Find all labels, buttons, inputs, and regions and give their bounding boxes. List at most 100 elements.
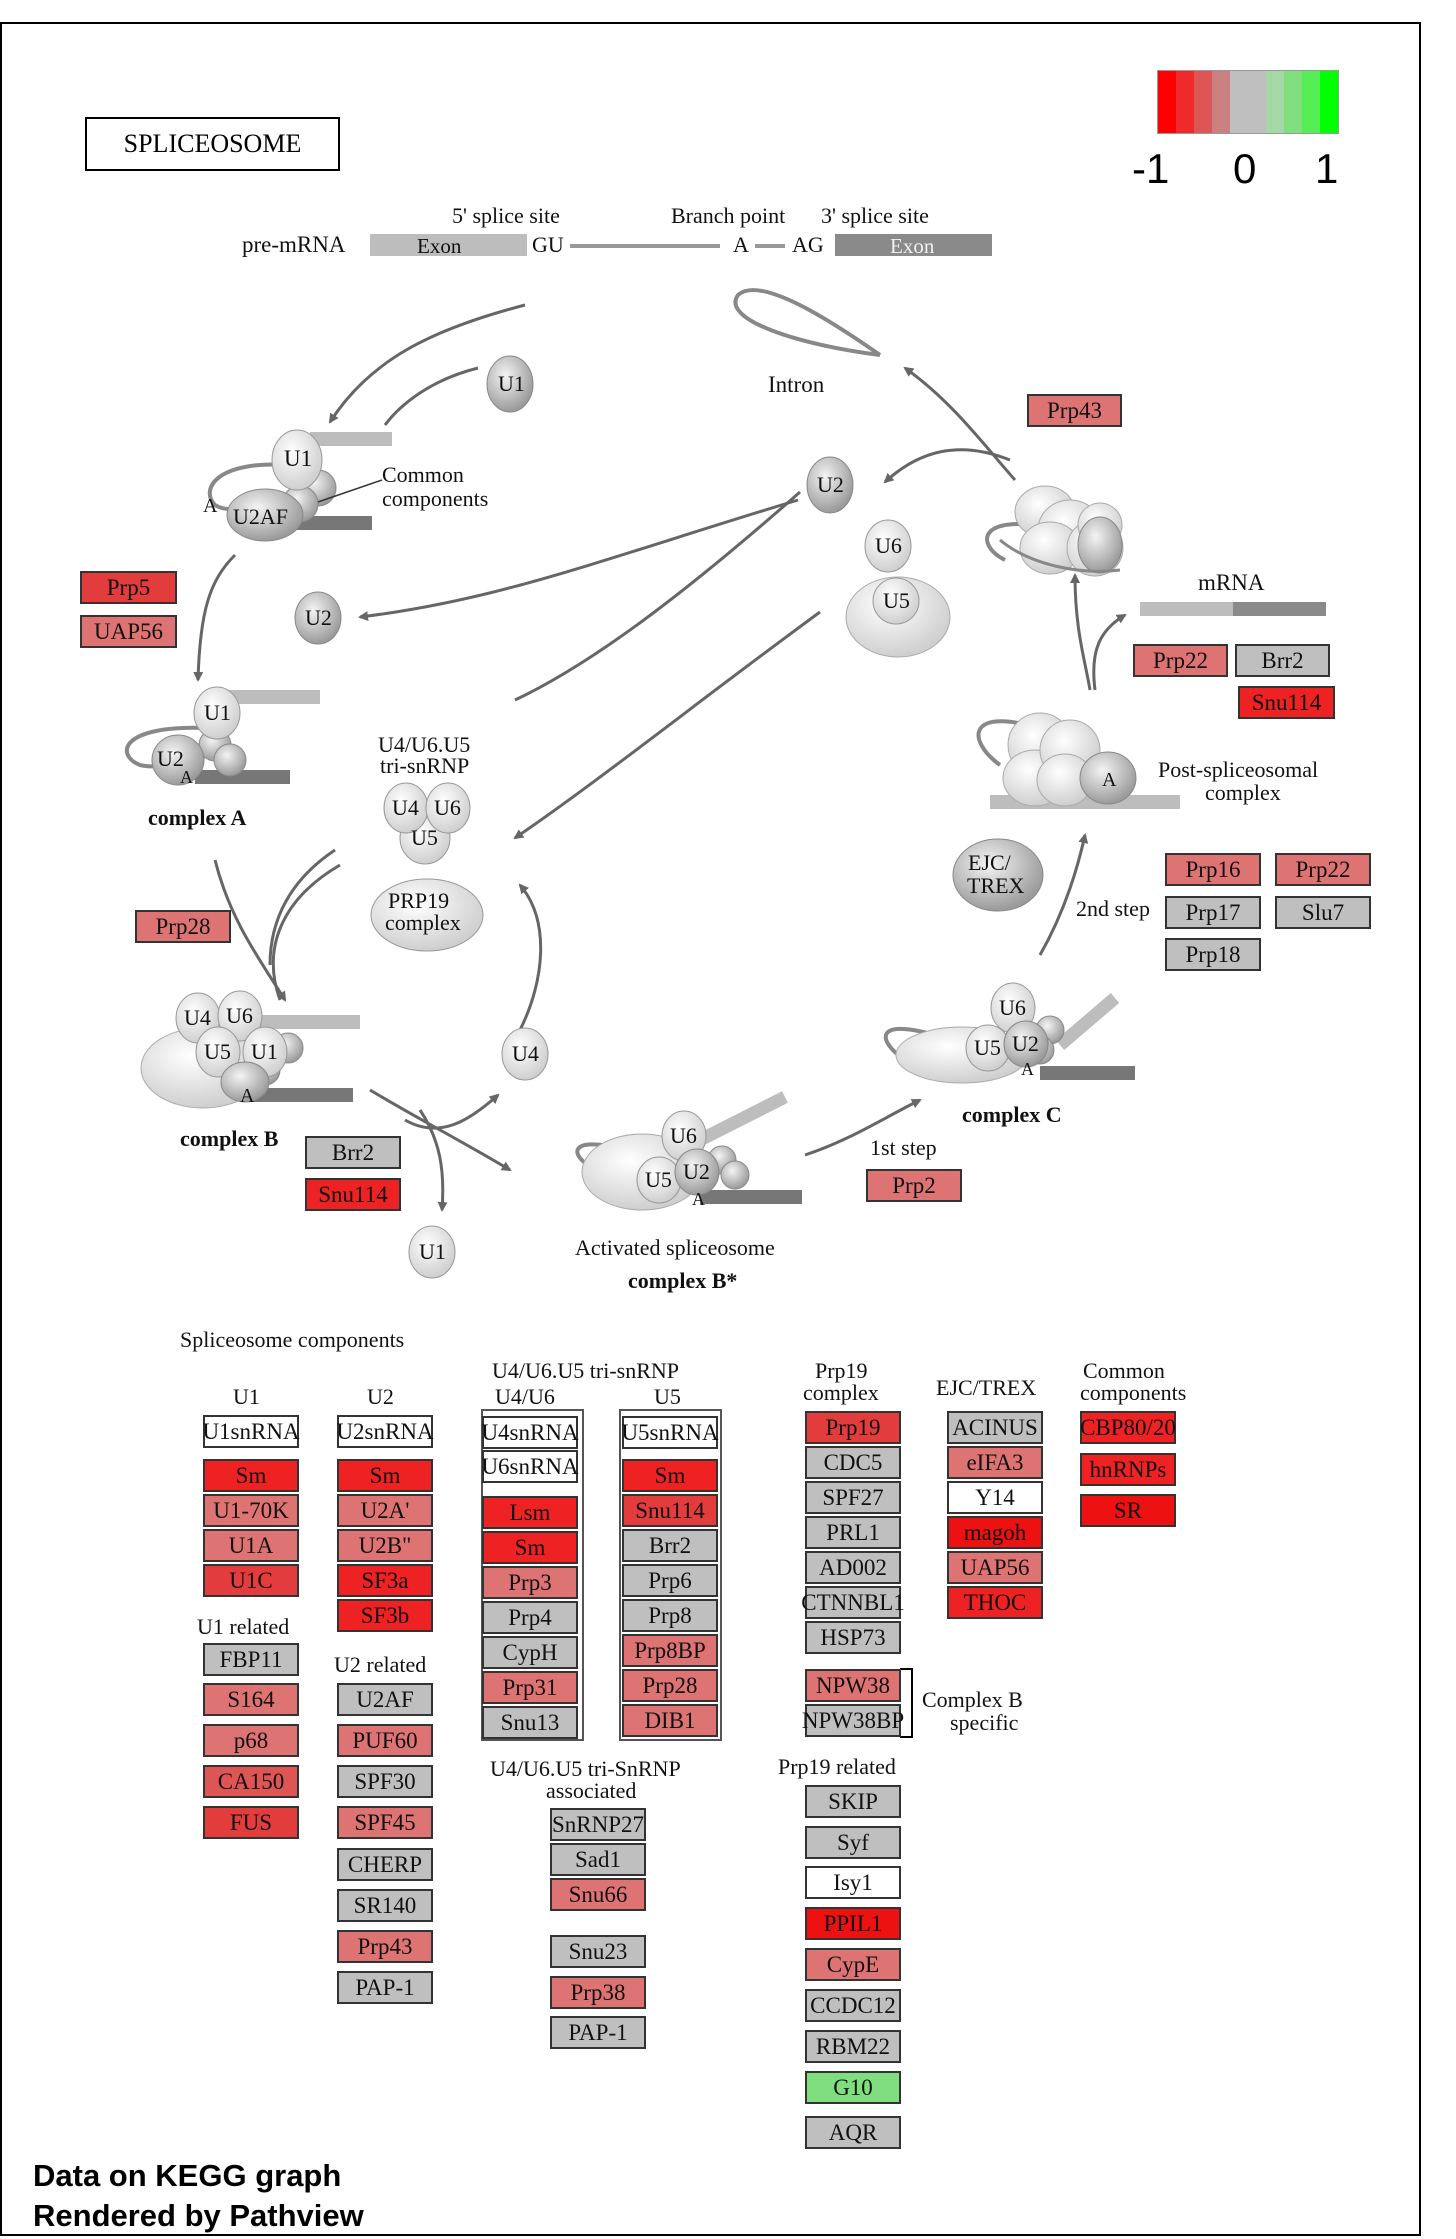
gene-box[interactable]: Sad1 [550,1843,646,1876]
gene-box[interactable]: Lsm [482,1496,578,1529]
gene-box[interactable]: Y14 [947,1481,1043,1514]
gene-box[interactable]: U1snRNA [202,1415,300,1448]
complex-b-specific-label-2: specific [950,1710,1019,1735]
gene-box[interactable]: Snu114 [305,1178,401,1211]
gene-box[interactable]: AQR [805,2116,901,2149]
gene-box[interactable]: Snu66 [550,1878,646,1911]
gene-box[interactable]: RBM22 [805,2030,901,2063]
gene-box[interactable]: Brr2 [622,1529,718,1562]
gene-box[interactable]: Prp38 [550,1976,646,2009]
gene-box[interactable]: Prp31 [482,1671,578,1704]
gene-box[interactable]: Slu7 [1275,896,1371,929]
gene-box[interactable]: PRL1 [805,1516,901,1549]
legend-tick-mid: 0 [1233,145,1257,192]
gene-box[interactable]: U2AF [337,1683,433,1716]
gene-box[interactable]: U6snRNA [481,1450,579,1483]
common-components-label-2: components [382,486,488,511]
gene-box[interactable]: SF3b [337,1599,433,1632]
gene-box[interactable]: FBP11 [203,1643,299,1676]
gene-box[interactable]: NPW38BP [802,1704,904,1737]
gene-box[interactable]: SPF45 [337,1806,433,1839]
gene-box[interactable]: CypH [482,1636,578,1669]
gene-box[interactable]: G10 [805,2071,901,2104]
gene-box[interactable]: CA150 [203,1765,299,1798]
gene-box[interactable]: U1C [203,1564,299,1597]
gene-box[interactable]: Prp28 [622,1669,718,1702]
gene-box[interactable]: S164 [203,1683,299,1716]
gene-box[interactable]: U4snRNA [481,1416,579,1449]
gene-box[interactable]: FUS [203,1806,299,1839]
pathway-title: SPLICEOSOME [85,117,340,171]
gene-box[interactable]: Snu114 [622,1494,718,1527]
gene-box[interactable]: SKIP [805,1785,901,1818]
gene-box[interactable]: Prp18 [1165,938,1261,971]
arrow [518,883,543,1031]
gene-box[interactable]: Prp43 [1027,394,1122,427]
gene-box[interactable]: Prp8BP [622,1634,718,1667]
gene-box[interactable]: Prp5 [80,571,177,604]
gene-box[interactable]: CypE [805,1948,901,1981]
gene-box[interactable]: THOC [947,1586,1043,1619]
gene-box[interactable]: hnRNPs [1080,1453,1176,1486]
gene-box[interactable]: Brr2 [305,1136,401,1169]
gene-box[interactable]: PPIL1 [805,1907,901,1940]
branch-a: A [240,1085,255,1107]
gene-box[interactable]: UAP56 [947,1551,1043,1584]
gene-box[interactable]: Prp22 [1133,644,1228,677]
gene-box[interactable]: PAP-1 [337,1971,433,2004]
gene-box[interactable]: AD002 [805,1551,901,1584]
gene-box[interactable]: CTNNBL1 [801,1586,905,1619]
gene-box[interactable]: U1A [203,1529,299,1562]
gene-box[interactable]: Sm [622,1459,718,1492]
gene-box[interactable]: Snu23 [550,1935,646,1968]
gene-box[interactable]: SR [1080,1494,1176,1527]
gene-box[interactable]: Prp6 [622,1564,718,1597]
gene-box[interactable]: CBP80/20 [1080,1411,1176,1444]
gene-box[interactable]: PAP-1 [550,2016,646,2049]
gene-box[interactable]: SPF30 [337,1765,433,1798]
u5-label: U5 [645,1167,672,1192]
rna-strand [1055,993,1120,1050]
legend-swatch [1320,71,1338,133]
gene-box[interactable]: Prp22 [1275,853,1371,886]
gene-box[interactable]: Prp4 [482,1601,578,1634]
gene-box[interactable]: Prp3 [482,1566,578,1599]
gene-box[interactable]: Snu13 [482,1706,578,1739]
gene-box[interactable]: magoh [947,1516,1043,1549]
gene-box[interactable]: U2snRNA [336,1415,434,1448]
gene-box[interactable]: eIFA3 [947,1446,1043,1479]
gene-box[interactable]: U2A' [337,1494,433,1527]
gene-box[interactable]: SPF27 [805,1481,901,1514]
gene-box[interactable]: NPW38 [805,1669,901,1702]
gene-box[interactable]: CHERP [337,1848,433,1881]
gene-box[interactable]: ACINUS [947,1411,1043,1444]
gene-box[interactable]: Sm [337,1459,433,1492]
gene-box[interactable]: SnRNP27 [550,1808,646,1841]
gene-box[interactable]: Isy1 [805,1866,901,1899]
gene-box[interactable]: Prp8 [622,1599,718,1632]
gene-box[interactable]: p68 [203,1724,299,1757]
gene-box[interactable]: Prp2 [866,1169,962,1202]
gene-box[interactable]: PUF60 [337,1724,433,1757]
gene-box[interactable]: Prp43 [337,1930,433,1963]
gene-box[interactable]: UAP56 [80,615,177,648]
gene-box[interactable]: Sm [203,1459,299,1492]
gene-box[interactable]: U2B" [337,1529,433,1562]
gene-box[interactable]: HSP73 [805,1621,901,1654]
gene-box[interactable]: Sm [482,1531,578,1564]
gene-box[interactable]: CCDC12 [805,1989,901,2022]
gene-box[interactable]: CDC5 [805,1446,901,1479]
gene-box[interactable]: DIB1 [622,1704,718,1737]
gene-box[interactable]: Snu114 [1238,686,1335,719]
gene-box[interactable]: Prp28 [135,910,231,943]
gene-box[interactable]: Brr2 [1235,644,1330,677]
gene-box[interactable]: SF3a [337,1564,433,1597]
gene-box[interactable]: SR140 [337,1889,433,1922]
gene-box[interactable]: Prp17 [1165,896,1261,929]
gene-box[interactable]: Syf [805,1826,901,1859]
gene-box[interactable]: Prp16 [1165,853,1261,886]
gene-box[interactable]: U5snRNA [621,1416,719,1449]
common-column-header-2: components [1080,1380,1186,1405]
gene-box[interactable]: Prp19 [805,1411,901,1444]
gene-box[interactable]: U1-70K [203,1494,299,1527]
